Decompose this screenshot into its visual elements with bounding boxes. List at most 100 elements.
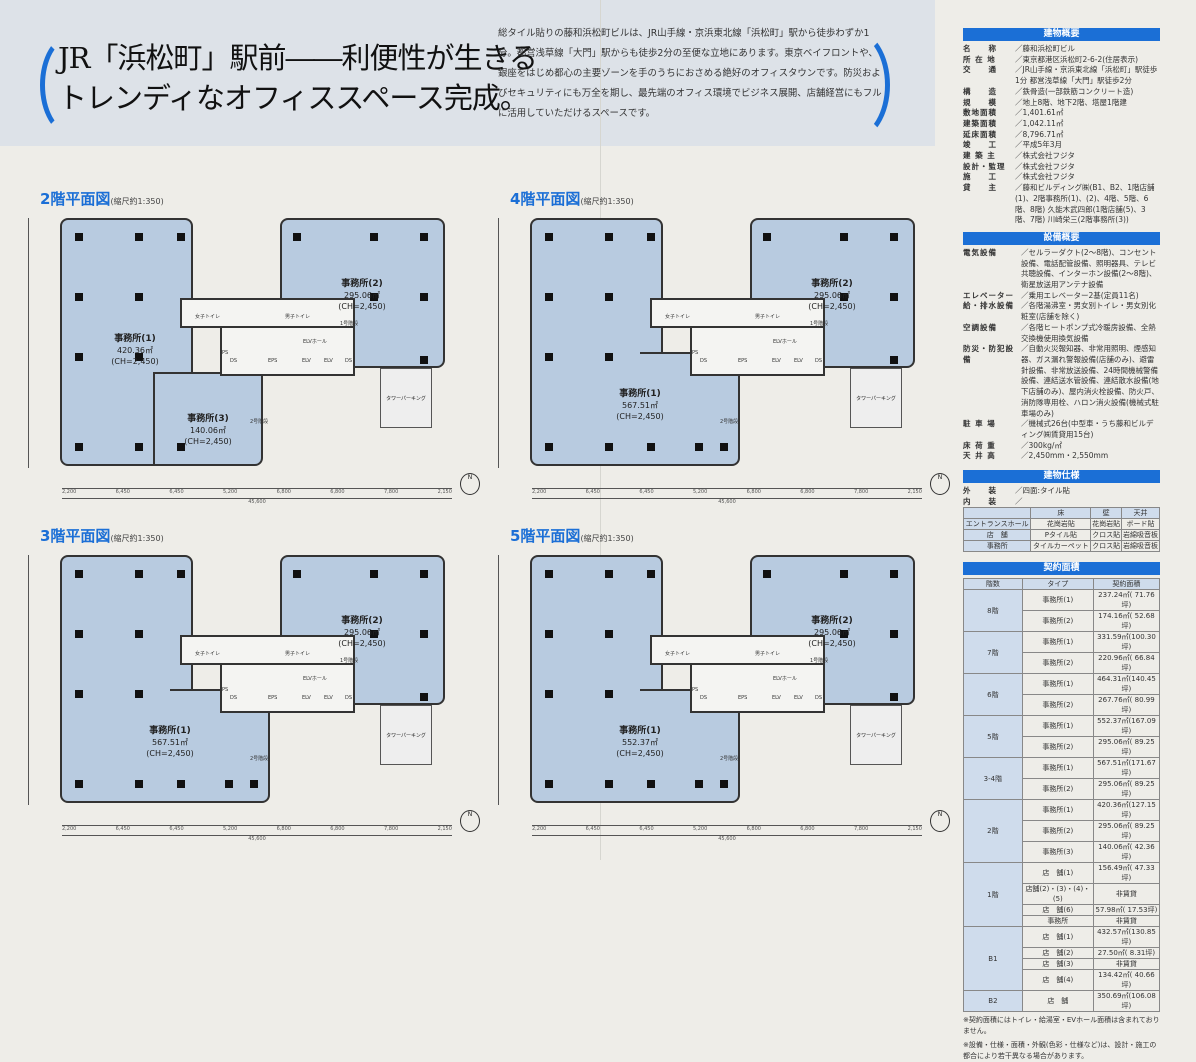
overview-label: 建 築 主 <box>963 151 996 161</box>
dimension-value: 2,200 <box>532 489 547 495</box>
column <box>890 693 898 701</box>
contract-row: 事務所(2)174.16㎡( 52.68坪) <box>964 610 1161 633</box>
left-bracket-decoration <box>40 35 100 135</box>
overview-label: 設計・監理 <box>963 161 1006 171</box>
vertical-dimension-line <box>498 218 499 468</box>
plan-label: EPS <box>268 695 278 701</box>
overview-value-text: 鉄骨造(一部鉄筋コンクリート造) <box>1022 86 1134 96</box>
overview-row: 建築面積／1,042.11㎡ <box>963 119 1160 130</box>
contract-header: 契約面積 <box>1092 578 1161 591</box>
equipment-label: 床 荷 重 <box>963 440 996 450</box>
equipment-value: ／2,450mm・2,550mm <box>1021 451 1109 461</box>
column <box>75 630 83 638</box>
column <box>605 630 613 638</box>
spec-cell: 事務所 <box>962 540 1032 553</box>
spec-header <box>962 507 1032 520</box>
core-lower <box>220 328 355 376</box>
equipment-value-text: 自動火災報知器、非常用照明、煙感知器、ガス漏れ警報設備(店舗のみ)、避雷針設備、… <box>1021 344 1159 418</box>
equipment-heading: 設備概要 <box>963 231 1160 245</box>
column <box>647 780 655 788</box>
contract-area: 27.50㎡( 8.31坪) <box>1092 947 1161 960</box>
total-dimension: 45,600 <box>62 835 452 842</box>
plan-label: EPS <box>738 358 748 364</box>
equipment-value: ／自動火災報知器、非常用照明、煙感知器、ガス漏れ警報設備(店舗のみ)、避雷針設備… <box>1021 344 1159 418</box>
overview-row: 名 称／藤和浜松町ビル <box>963 44 1160 55</box>
headline-line-2: トレンディなオフィススペース完成。 <box>58 81 529 115</box>
intro-text: 総タイル貼りの藤和浜松町ビルは、JR山手線・京浜東北線「浜松町」駅から徒歩わずか… <box>498 28 882 119</box>
plan-label: 1号階段 <box>340 321 359 327</box>
contract-area: 567.51㎡(171.67坪) <box>1092 757 1161 780</box>
tower-parking: タワーパーキング <box>850 705 902 765</box>
column <box>840 570 848 578</box>
contract-floor: B1 <box>963 926 1023 992</box>
equipment-row: 床 荷 重／300kg/㎡ <box>963 441 1160 452</box>
room-area: 295.06㎡ <box>814 291 850 300</box>
overview-row: 設計・監理／株式会社フジタ <box>963 162 1160 173</box>
overview-label: 延床面積 <box>963 129 997 139</box>
core-upper <box>180 635 355 665</box>
equipment-value-text: 乗用エレベーター2基(定員11名) <box>1028 290 1139 300</box>
headline: JR「浜松町」駅前――利便性が生きる トレンディなオフィススペース完成。 <box>58 38 538 118</box>
plan-label: 2号階段 <box>250 756 269 762</box>
plan-label: ELV <box>772 358 781 364</box>
equipment-value: ／セルラーダクト(2〜8階)、コンセント設備、電話配管設備、照明器具、テレビ共聴… <box>1021 247 1157 290</box>
column <box>135 780 143 788</box>
core-upper <box>650 635 825 665</box>
core-lower <box>690 665 825 713</box>
column <box>370 570 378 578</box>
overview-value: ／藤和浜松町ビル <box>1015 44 1075 53</box>
contract-type: 事務所(2) <box>1021 652 1094 675</box>
plan-title-text: 5階平面図 <box>510 527 581 545</box>
contract-area: 295.06㎡( 89.25坪) <box>1092 778 1161 801</box>
header-band <box>0 0 935 146</box>
contract-type: 事務所(2) <box>1021 694 1094 717</box>
dimension-value: 2,200 <box>62 489 77 495</box>
room-ceiling-height: (CH=2,450) <box>808 639 856 648</box>
plan-label: DS <box>815 695 823 701</box>
right-bracket-decoration <box>820 30 890 140</box>
equipment-value-text: 2,450mm・2,550mm <box>1028 451 1109 461</box>
plan-label: ELV <box>302 358 311 364</box>
contract-area: 432.57㎡(130.85坪) <box>1092 926 1161 949</box>
overview-row: 敷地面積／1,401.61㎡ <box>963 108 1160 119</box>
contract-floor: B2 <box>963 990 1023 1013</box>
contract-row: 事務所(2)295.06㎡( 89.25坪) <box>964 778 1161 801</box>
contract-type: 店 舗(3) <box>1021 958 1094 971</box>
plan-label: ELV <box>324 358 333 364</box>
equipment-label: 電気設備 <box>963 247 997 257</box>
overview-value: ／JR山手線・京浜東北線「浜松町」駅徒歩1分 都営浅草線「大門」駅徒歩2分 <box>1015 65 1158 86</box>
spec-cell: 花崗岩貼 <box>1030 518 1092 531</box>
value: ／四面:タイル貼 <box>1015 486 1071 496</box>
equipment-label: 空調設備 <box>963 322 997 332</box>
room-label: 事務所(2)295.06㎡(CH=2,450) <box>782 278 882 312</box>
overview-label: 敷地面積 <box>963 108 997 118</box>
core-lower <box>220 665 355 713</box>
contract-type: 事務所(2) <box>1021 736 1094 759</box>
dimension-value: 7,800 <box>853 489 869 495</box>
plan-label: 1号階段 <box>340 658 359 664</box>
column <box>135 443 143 451</box>
dimension-value: 6,450 <box>169 489 184 495</box>
column <box>890 630 898 638</box>
plan-label: ELV <box>794 358 803 364</box>
room-name: 事務所(1) <box>149 726 191 736</box>
core-lower <box>690 328 825 376</box>
contract-area: 295.06㎡( 89.25坪) <box>1092 736 1161 759</box>
exterior-value: 四面:タイル貼 <box>1022 486 1071 496</box>
plan-label: DS <box>230 358 238 364</box>
north-arrow-icon: N <box>460 473 480 495</box>
equipment-label: エレベーター <box>963 290 1014 300</box>
dimension-value: 6,800 <box>276 826 291 832</box>
contract-row: 2階事務所(1)420.36㎡(127.15坪) <box>963 799 1161 864</box>
equipment-value: ／各階湯沸室・男女別トイレ・男女別化粧室(店舗を除く) <box>1021 301 1156 322</box>
dimension-value: 7,800 <box>853 826 869 832</box>
plan-label: ELV <box>302 695 311 701</box>
contract-row: 3-4階事務所(1)567.51㎡(171.67坪) <box>963 757 1161 801</box>
column <box>545 353 553 361</box>
column <box>177 570 185 578</box>
